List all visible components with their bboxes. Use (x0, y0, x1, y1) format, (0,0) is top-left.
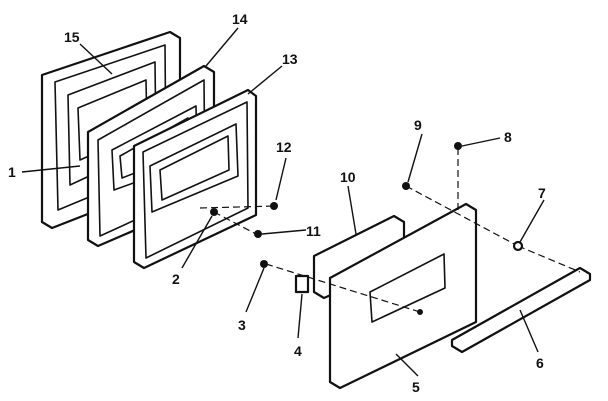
hardware (210, 142, 524, 315)
callout-14: 14 (232, 11, 248, 27)
leader-lines (21, 27, 545, 377)
callout-9: 9 (414, 117, 422, 133)
callout-10: 10 (340, 169, 356, 185)
callout-5: 5 (412, 379, 420, 395)
part-4-clip (294, 274, 310, 294)
callout-2: 2 (172, 271, 180, 287)
part-2-fastener (210, 208, 218, 216)
callout-1: 1 (8, 164, 16, 180)
part-12-screw (270, 202, 278, 210)
part-5-outer-door (328, 202, 478, 390)
callout-4: 4 (294, 343, 302, 359)
part-11-screw (254, 230, 262, 238)
part-13-door-liner (132, 88, 258, 270)
part-8-screw (454, 142, 462, 150)
part-5-handle-screw (417, 309, 423, 315)
callout-13: 13 (282, 51, 298, 67)
part-7-nut (512, 240, 524, 252)
part-6-trim-strip (450, 266, 592, 354)
callout-12: 12 (276, 139, 292, 155)
callout-11: 11 (306, 223, 321, 239)
callout-8: 8 (504, 129, 512, 145)
callout-3: 3 (238, 317, 246, 333)
callout-labels: 15 14 13 1 12 11 2 3 4 5 6 7 8 9 10 (8, 11, 546, 395)
part-9-screw (402, 182, 410, 190)
callout-6: 6 (536, 355, 544, 371)
callout-15: 15 (64, 29, 80, 45)
part-3-screw (260, 260, 268, 268)
assembly-lines (199, 148, 581, 313)
callout-7: 7 (538, 185, 546, 201)
